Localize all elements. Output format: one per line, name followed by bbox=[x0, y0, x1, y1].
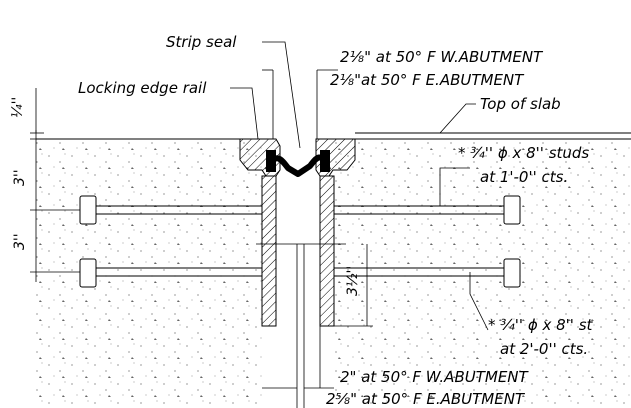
dim-three-half: 3½'' bbox=[345, 266, 361, 296]
label-bottom-opening-w: 2" at 50° F W.ABUTMENT bbox=[340, 368, 530, 386]
stud-left-upper bbox=[79, 195, 262, 225]
leader-studs-upper bbox=[439, 167, 470, 206]
label-top-opening-w: 2⅛" at 50° F W.ABUTMENT bbox=[340, 48, 544, 66]
leader-top-of-slab bbox=[439, 103, 476, 134]
seal-lock-left bbox=[266, 150, 276, 172]
stud-left-lower bbox=[79, 258, 262, 288]
seal-lock-right bbox=[320, 150, 330, 172]
label-studs-lower-1: * ¾'' ϕ x 8'' st bbox=[488, 316, 594, 334]
label-bottom-opening-e: 2⅝" at 50° F E.ABUTMENT bbox=[326, 390, 526, 408]
leader-locking-rail bbox=[230, 87, 259, 140]
left-vertical-plate bbox=[261, 175, 277, 327]
stud-right-upper bbox=[334, 195, 521, 225]
label-locking-edge-rail: Locking edge rail bbox=[78, 79, 207, 97]
label-strip-seal: Strip seal bbox=[166, 33, 237, 51]
dim-quarter-inch: ¼'' bbox=[10, 97, 26, 118]
leader-strip-seal bbox=[262, 41, 301, 149]
label-studs-upper-2: at 1'-0'' cts. bbox=[480, 168, 568, 186]
stud-right-lower bbox=[334, 258, 521, 288]
right-vertical-plate bbox=[319, 175, 335, 327]
label-studs-lower-2: at 2'-0'' cts. bbox=[500, 340, 588, 358]
dim-upper-3in: 3'' bbox=[12, 169, 28, 186]
label-top-of-slab: Top of slab bbox=[480, 95, 561, 113]
left-concrete-slab bbox=[36, 139, 264, 404]
label-top-opening-e: 2⅛"at 50° F E.ABUTMENT bbox=[330, 71, 525, 89]
label-studs-upper-1: * ¾'' ϕ x 8'' studs bbox=[458, 144, 589, 162]
dim-lower-3in: 3'' bbox=[12, 233, 28, 250]
right-concrete-slab bbox=[331, 139, 631, 404]
leader-studs-lower bbox=[469, 272, 489, 331]
